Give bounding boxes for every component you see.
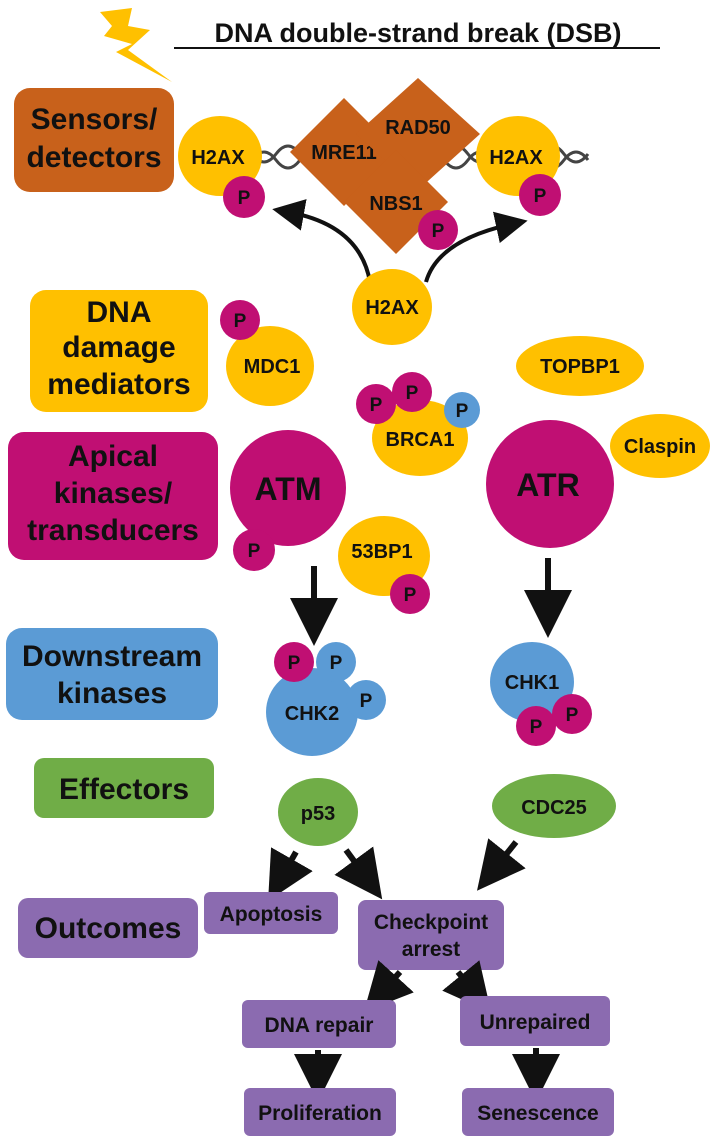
outcome-dna-repair: DNA repair — [242, 1000, 396, 1048]
category-effectors: Effectors — [34, 758, 214, 818]
phospho-53bp1: P — [390, 574, 430, 614]
svg-text:H2AX: H2AX — [365, 297, 419, 319]
arrow-p53-to-checkpoint — [334, 846, 383, 900]
arrow-cdc25-to-checkpoint — [477, 838, 526, 891]
svg-text:53BP1: 53BP1 — [351, 541, 412, 563]
svg-text:DNA: DNA — [87, 296, 152, 329]
svg-text:P: P — [534, 186, 547, 207]
phospho-chk2-3: P — [346, 680, 386, 720]
category-apical-kinases: Apical kinases/ transducers — [8, 432, 218, 560]
phospho-h2ax-left: P — [223, 176, 265, 218]
svg-text:P: P — [238, 188, 251, 209]
category-sensors: Sensors/ detectors — [14, 88, 174, 192]
brca1: BRCA1 — [372, 400, 468, 476]
svg-text:Unrepaired: Unrepaired — [480, 1011, 591, 1034]
outcome-unrepaired: Unrepaired — [460, 996, 610, 1046]
svg-text:P: P — [406, 383, 419, 404]
topbp1: TOPBP1 — [516, 336, 644, 396]
outcome-proliferation: Proliferation — [244, 1088, 396, 1136]
svg-text:P: P — [234, 311, 247, 332]
h2ax-center: H2AX — [352, 269, 432, 345]
svg-text:transducers: transducers — [27, 514, 199, 547]
arrow-checkpoint-to-unrepaired — [442, 960, 492, 1013]
outcome-senescence: Senescence — [462, 1088, 614, 1136]
svg-text:damage: damage — [62, 331, 175, 364]
svg-text:P: P — [370, 395, 383, 416]
svg-text:ATM: ATM — [255, 471, 322, 507]
category-mediators: DNA damage mediators — [30, 290, 208, 412]
svg-text:CHK2: CHK2 — [285, 703, 339, 725]
lightning-bolt-icon — [100, 8, 172, 82]
svg-text:CHK1: CHK1 — [505, 672, 559, 694]
svg-text:Effectors: Effectors — [59, 773, 189, 806]
svg-text:DNA repair: DNA repair — [265, 1014, 374, 1037]
phospho-brca1-3: P — [444, 392, 480, 428]
phospho-mdc1: P — [220, 300, 260, 340]
svg-text:Claspin: Claspin — [624, 436, 696, 458]
svg-text:P: P — [360, 691, 373, 712]
svg-text:MRE11: MRE11 — [311, 142, 377, 164]
phospho-chk2-1: P — [274, 642, 314, 682]
svg-text:P: P — [566, 705, 579, 726]
outcome-checkpoint-arrest: Checkpoint arrest — [358, 900, 504, 970]
svg-text:mediators: mediators — [47, 368, 190, 401]
svg-text:Sensors/: Sensors/ — [31, 103, 158, 136]
phospho-h2ax-right: P — [519, 174, 561, 216]
svg-text:Proliferation: Proliferation — [258, 1102, 382, 1125]
svg-text:P: P — [456, 401, 469, 422]
svg-text:TOPBP1: TOPBP1 — [540, 356, 620, 378]
svg-text:Downstream: Downstream — [22, 640, 202, 673]
phospho-chk1-1: P — [516, 706, 556, 746]
svg-text:Senescence: Senescence — [477, 1102, 598, 1125]
phospho-brca1-2: P — [392, 372, 432, 412]
svg-text:H2AX: H2AX — [191, 147, 245, 169]
arrow-p53-to-apoptosis — [268, 847, 313, 901]
svg-text:arrest: arrest — [402, 938, 460, 961]
h2ax-left: H2AX — [178, 116, 262, 196]
svg-text:P: P — [530, 717, 543, 738]
svg-text:BRCA1: BRCA1 — [386, 429, 455, 451]
phospho-chk2-2: P — [316, 642, 356, 682]
category-outcomes: Outcomes — [18, 898, 198, 958]
svg-text:P: P — [330, 653, 343, 674]
phospho-chk1-2: P — [552, 694, 592, 734]
svg-text:p53: p53 — [301, 803, 335, 825]
arrow-h2ax-to-right — [424, 211, 528, 283]
claspin: Claspin — [610, 414, 710, 478]
svg-text:CDC25: CDC25 — [521, 797, 587, 819]
diagram-title: DNA double-strand break (DSB) — [214, 18, 621, 48]
svg-text:H2AX: H2AX — [489, 147, 543, 169]
outcome-apoptosis: Apoptosis — [204, 892, 338, 934]
svg-text:kinases: kinases — [57, 677, 167, 710]
svg-text:Apoptosis: Apoptosis — [220, 903, 323, 926]
svg-text:P: P — [432, 221, 445, 242]
p53: p53 — [278, 778, 358, 846]
atr: ATR — [486, 420, 614, 548]
phospho-nbs1: P — [418, 210, 458, 250]
arrow-checkpoint-to-repair — [363, 960, 414, 1012]
svg-text:P: P — [404, 585, 417, 606]
svg-text:kinases/: kinases/ — [54, 477, 173, 510]
svg-text:P: P — [288, 653, 301, 674]
chk1: CHK1 — [490, 642, 574, 722]
svg-text:RAD50: RAD50 — [385, 117, 451, 139]
svg-text:Apical: Apical — [68, 440, 158, 473]
atm: ATM — [230, 430, 346, 546]
arrow-h2ax-to-left — [272, 199, 372, 283]
svg-text:NBS1: NBS1 — [369, 193, 422, 215]
svg-text:ATR: ATR — [516, 467, 579, 503]
svg-text:P: P — [248, 541, 261, 562]
mdc1: MDC1 — [226, 326, 314, 406]
cdc25: CDC25 — [492, 774, 616, 838]
svg-text:Checkpoint: Checkpoint — [374, 911, 488, 934]
svg-text:detectors: detectors — [26, 141, 161, 174]
phospho-brca1-1: P — [356, 384, 396, 424]
category-downstream-kinases: Downstream kinases — [6, 628, 218, 720]
svg-text:MDC1: MDC1 — [244, 356, 301, 378]
svg-text:Outcomes: Outcomes — [35, 912, 182, 945]
chk2: CHK2 — [266, 668, 358, 756]
phospho-atm: P — [233, 529, 275, 571]
